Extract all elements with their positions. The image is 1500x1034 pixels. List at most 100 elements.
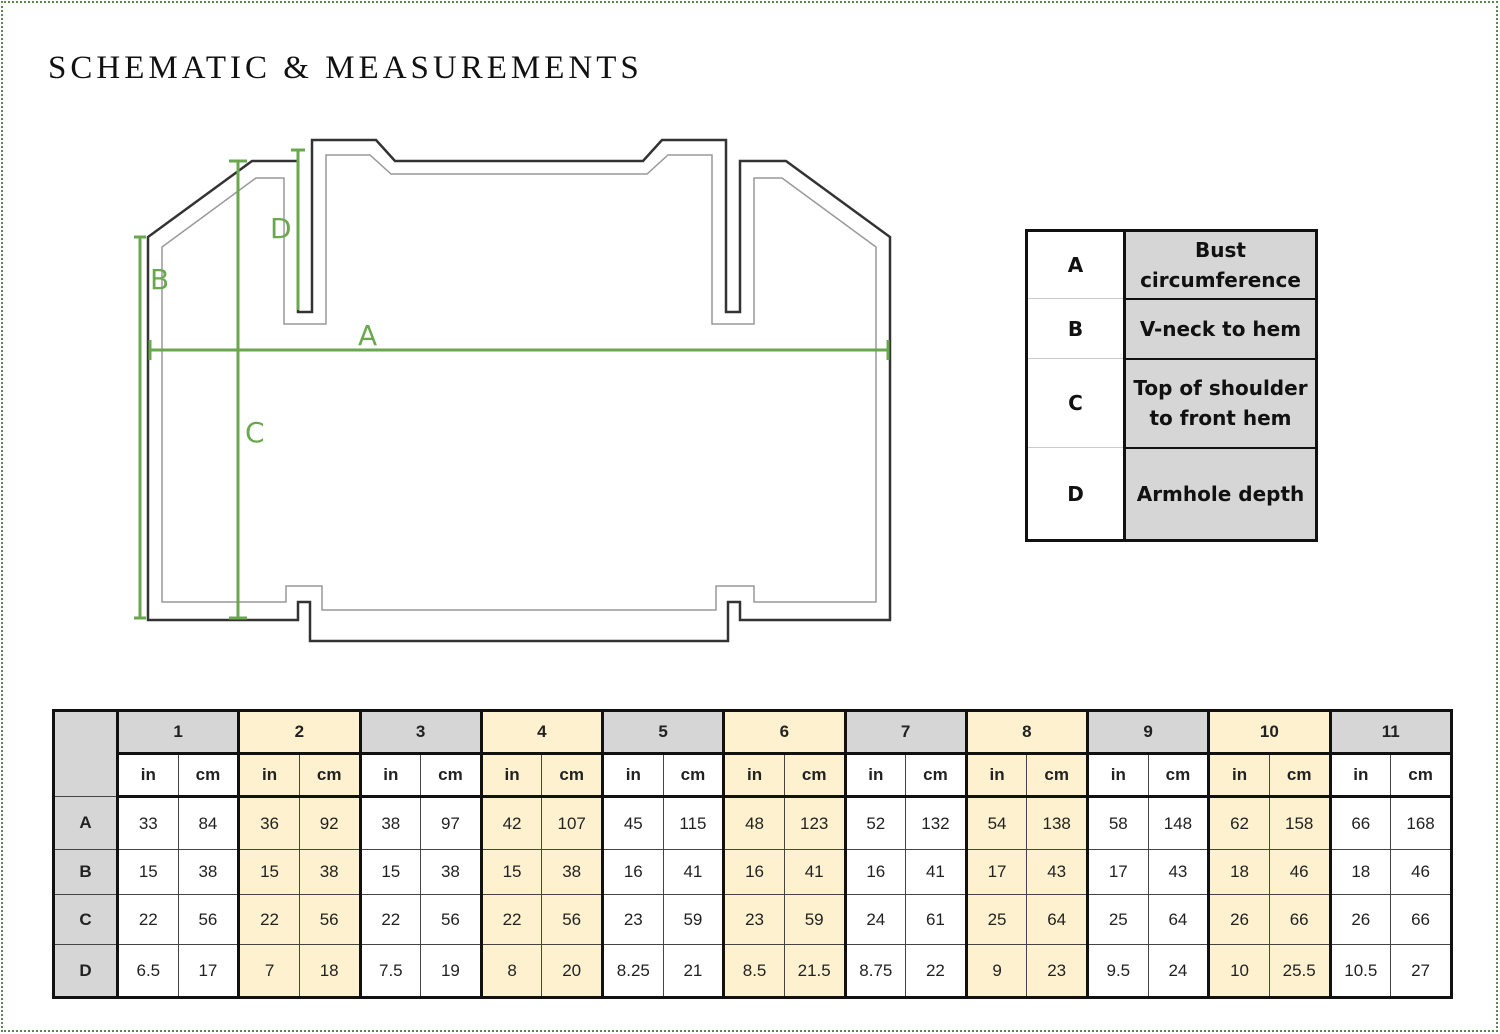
table-cell: 45 [601, 796, 664, 850]
garment-outline [146, 138, 892, 643]
table-cell: 123 [783, 796, 846, 850]
table-cell: 52 [843, 796, 907, 850]
unit-header: cm [1268, 753, 1331, 798]
table-cell: 24 [1147, 944, 1210, 998]
size-header: 2 [237, 710, 361, 755]
table-cell: 33 [116, 796, 179, 850]
unit-header: in [964, 753, 1028, 798]
table-cell: 15 [237, 849, 300, 895]
unit-header: cm [420, 753, 482, 798]
label-a: A [358, 319, 377, 352]
unit-header: in [1086, 753, 1149, 798]
table-cell: 56 [177, 894, 240, 945]
row-label: B [53, 849, 119, 895]
table-cell: 38 [358, 796, 422, 850]
table-cell: 6.5 [116, 944, 179, 998]
garment-schematic: A B C D [134, 138, 892, 643]
unit-header: in [237, 753, 300, 798]
table-cell: 62 [1207, 796, 1270, 850]
table-cell: 54 [964, 796, 1028, 850]
row-label: D [53, 944, 119, 998]
table-cell: 7.5 [358, 944, 422, 998]
table-cell: 22 [237, 894, 300, 945]
table-cell: 16 [601, 849, 664, 895]
corner-cell [53, 710, 119, 797]
size-header: 7 [843, 710, 967, 755]
unit-header: in [843, 753, 907, 798]
table-cell: 15 [116, 849, 179, 895]
unit-header: in [116, 753, 179, 798]
table-cell: 38 [541, 849, 603, 895]
table-cell: 58 [1086, 796, 1149, 850]
unit-header: cm [783, 753, 846, 798]
table-cell: 92 [298, 796, 361, 850]
table-cell: 66 [1268, 894, 1331, 945]
table-cell: 23 [601, 894, 664, 945]
table-cell: 18 [1207, 849, 1270, 895]
table-cell: 19 [420, 944, 482, 998]
table-cell: 138 [1026, 796, 1088, 850]
table-cell: 23 [1026, 944, 1088, 998]
table-cell: 41 [905, 849, 967, 895]
table-cell: 64 [1026, 894, 1088, 945]
table-cell: 17 [177, 944, 240, 998]
page-title: SCHEMATIC & MEASUREMENTS [48, 50, 643, 86]
table-cell: 17 [1086, 849, 1149, 895]
table-cell: 10 [1207, 944, 1270, 998]
table-cell: 66 [1390, 894, 1452, 945]
size-header: 11 [1328, 710, 1452, 755]
table-cell: 59 [783, 894, 846, 945]
size-header: 1 [115, 710, 240, 755]
table-cell: 18 [298, 944, 361, 998]
table-cell: 43 [1026, 849, 1088, 895]
unit-header: cm [177, 753, 240, 798]
garment-inner-outline [161, 154, 877, 611]
size-header: 9 [1085, 710, 1210, 755]
unit-header: in [601, 753, 664, 798]
table-cell: 42 [479, 796, 543, 850]
table-cell: 38 [177, 849, 240, 895]
row-label: C [53, 894, 119, 945]
table-cell: 46 [1390, 849, 1452, 895]
size-header: 8 [964, 710, 1089, 755]
unit-header: in [1207, 753, 1270, 798]
table-cell: 22 [905, 944, 967, 998]
table-cell: 38 [298, 849, 361, 895]
table-cell: 168 [1390, 796, 1452, 850]
unit-header: in [358, 753, 422, 798]
table-cell: 7 [237, 944, 300, 998]
table-cell: 26 [1207, 894, 1270, 945]
table-cell: 56 [420, 894, 482, 945]
table-cell: 56 [541, 894, 603, 945]
table-cell: 148 [1147, 796, 1210, 850]
size-header: 4 [479, 710, 604, 755]
table-cell: 9 [964, 944, 1028, 998]
table-cell: 23 [722, 894, 785, 945]
table-cell: 59 [662, 894, 725, 945]
table-cell: 8.25 [601, 944, 664, 998]
table-cell: 97 [420, 796, 482, 850]
row-label: A [53, 796, 119, 850]
size-header: 3 [358, 710, 482, 755]
table-cell: 8.75 [843, 944, 907, 998]
table-cell: 24 [843, 894, 907, 945]
table-cell: 41 [783, 849, 846, 895]
table-cell: 9.5 [1086, 944, 1149, 998]
table-cell: 21 [662, 944, 725, 998]
table-cell: 43 [1147, 849, 1210, 895]
table-cell: 46 [1268, 849, 1331, 895]
label-d: D [270, 212, 292, 245]
table-cell: 41 [662, 849, 725, 895]
table-cell: 8 [479, 944, 543, 998]
size-header: 5 [600, 710, 725, 755]
table-cell: 21.5 [783, 944, 846, 998]
